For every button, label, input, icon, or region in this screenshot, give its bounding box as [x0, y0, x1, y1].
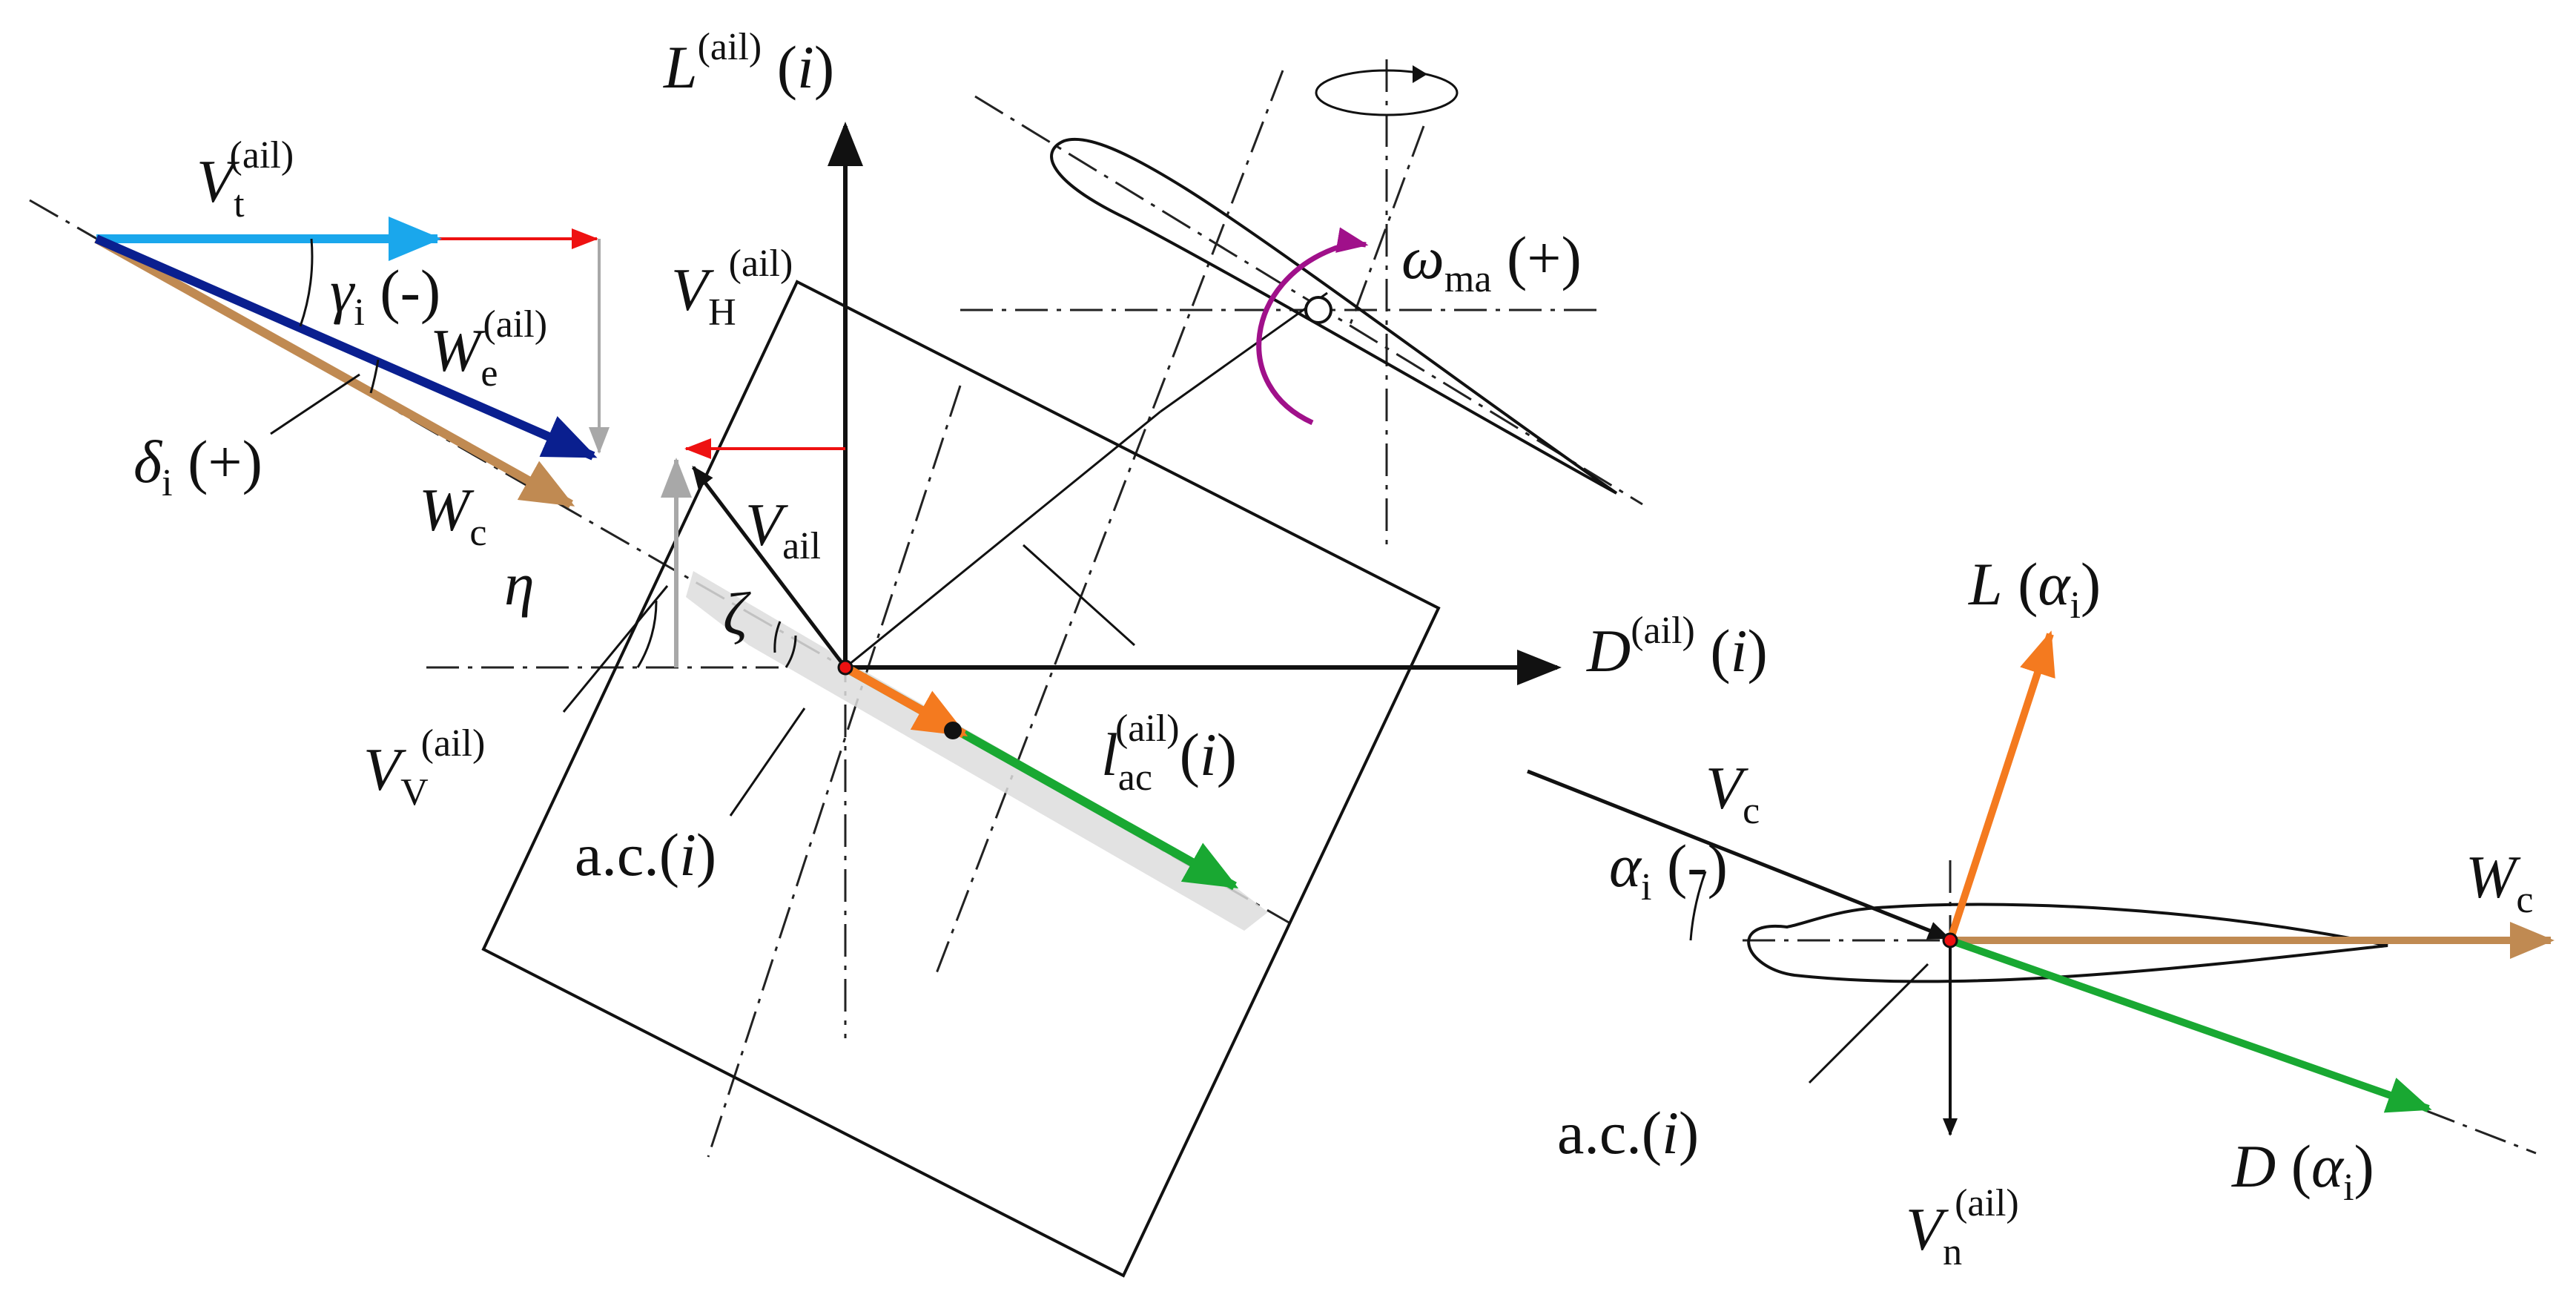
label-ac-left: a.c.(i) — [575, 821, 716, 888]
we-ail-arrow — [94, 234, 598, 461]
center-lines — [29, 59, 2537, 1158]
l-alpha-arrow — [1946, 630, 2055, 942]
top-airfoil — [1050, 137, 1618, 495]
label-wc-right: Wc — [2466, 843, 2533, 921]
d-alpha-arrow — [1949, 937, 2432, 1113]
label-alpha: αi (-) — [1609, 832, 1728, 908]
label-ac-right: a.c.(i) — [1557, 1099, 1699, 1167]
label-vc: Vc — [1705, 754, 1760, 832]
lac-leader-line — [1022, 544, 1136, 647]
alpha-arc — [1689, 871, 1707, 941]
label-omega-ma: ωma (+) — [1401, 224, 1582, 300]
label-zeta: ζ — [723, 580, 751, 647]
label-l-alpha: L (αi) — [1968, 550, 2101, 627]
tilted-centerline-right — [933, 70, 1284, 980]
vc-arrow — [1527, 769, 1951, 940]
label-we-ail: We(ail) — [430, 303, 547, 395]
diagonal-line-1 — [845, 410, 1161, 669]
rotation-ellipse — [1315, 69, 1459, 116]
label-lac-ail: lac(ail)(i) — [1101, 707, 1237, 799]
zeta-arc-2 — [773, 621, 782, 653]
v-ail-arrow — [692, 466, 847, 669]
eta-arc — [636, 600, 658, 668]
label-vh-ail: VH(ail) — [671, 243, 793, 334]
pivot-point — [1304, 296, 1332, 324]
rotation-ellipse-arrowhead — [1413, 65, 1427, 83]
chord-shaded-band — [686, 571, 1268, 931]
ac-point-right — [1942, 932, 1958, 949]
label-v-ail: Vail — [745, 491, 821, 567]
zeta-arc — [785, 635, 797, 668]
lac-point — [944, 722, 962, 739]
label-d-alpha: D (αi) — [2231, 1132, 2374, 1209]
label-vt-ail: Vt(ail) — [196, 134, 294, 225]
tilted-centerline-left — [707, 385, 962, 1158]
label-delta: δi (+) — [133, 428, 262, 504]
airfoil-top-tilted-centerline — [1348, 125, 1425, 327]
delta-leader — [270, 373, 360, 435]
ac-left-leader — [729, 707, 806, 817]
gamma-arc — [299, 238, 314, 327]
label-vv-ail: VV(ail) — [363, 722, 485, 814]
ac-point-left — [837, 659, 853, 676]
orange-chord-arrow — [843, 663, 968, 739]
label-eta: η — [504, 550, 535, 618]
label-wc-left: Wc — [419, 476, 486, 554]
label-gamma: γi (-) — [330, 257, 440, 334]
vv-leader — [562, 585, 669, 713]
ac-right-leader — [1808, 963, 1929, 1084]
delta-arc — [369, 359, 380, 394]
wc-left-arrow — [94, 234, 575, 509]
label-d-ail: D(ail) (i) — [1586, 610, 1768, 685]
right-airfoil — [1747, 903, 2388, 983]
label-l-ail: L(ail) (i) — [663, 26, 834, 101]
omega-ma-arrow — [1256, 227, 1369, 426]
label-vn-ail: Vn(ail) — [1906, 1182, 2019, 1273]
wing-section-rectangle — [481, 280, 1441, 1278]
